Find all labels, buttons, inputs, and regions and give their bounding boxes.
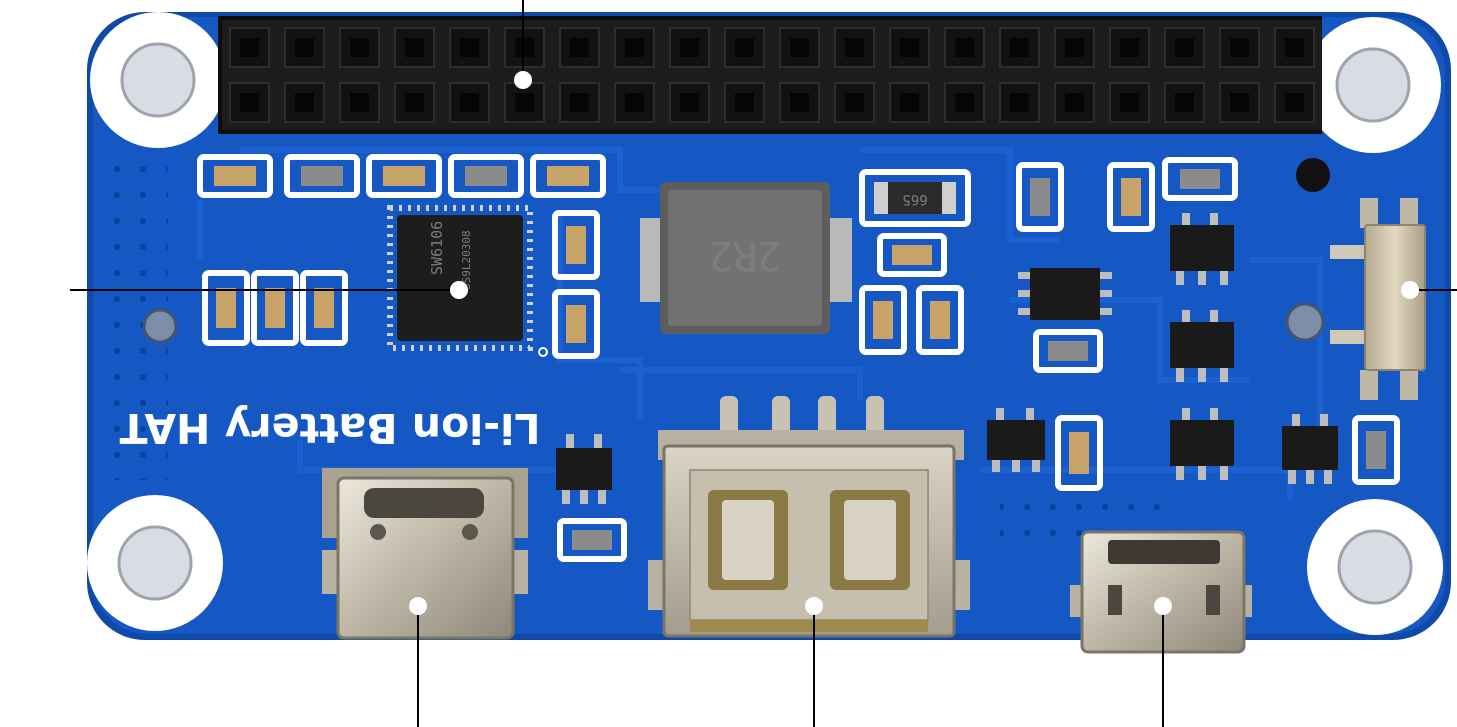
gpio-header	[218, 16, 1322, 134]
ic-marking-line1: SW6106	[428, 221, 446, 275]
inductor-2r2: 2R2	[640, 182, 852, 334]
callout-micro-usb-port	[1154, 597, 1172, 727]
smd-parts-fill	[214, 166, 1386, 550]
ic-marking-line2: SS9L20308	[460, 230, 473, 290]
mounting-hole-bottom-left	[87, 495, 223, 631]
callout-usb-c-port	[409, 597, 427, 727]
callout-slide-switch	[1401, 281, 1457, 299]
sot-chips	[556, 213, 1338, 504]
callout-pointers	[70, 0, 1457, 727]
usb-c-port	[322, 468, 528, 640]
usb-a-port	[648, 396, 970, 638]
micro-usb-port	[1070, 530, 1252, 654]
mounting-hole-top-right	[1305, 17, 1441, 153]
smd-components	[197, 154, 1400, 562]
board-title-silkscreen: Li-ion Battery HAT	[120, 404, 541, 452]
led-dot	[1296, 158, 1330, 192]
callout-gpio-header	[514, 0, 532, 89]
slide-switch	[1330, 198, 1426, 400]
mounting-hole-top-left	[90, 12, 226, 148]
screw-left	[142, 308, 178, 344]
inductor-marking: 2R2	[709, 232, 781, 278]
callout-usb-a-port	[805, 597, 823, 727]
sw6106-ic: SW6106 SS9L20308	[387, 205, 548, 357]
resistor-marking: 665	[902, 191, 927, 207]
resistor-665: 665	[859, 169, 971, 227]
callout-sw6106-ic	[70, 281, 468, 299]
mounting-hole-bottom-right	[1307, 499, 1443, 635]
screw-right	[1285, 302, 1325, 342]
